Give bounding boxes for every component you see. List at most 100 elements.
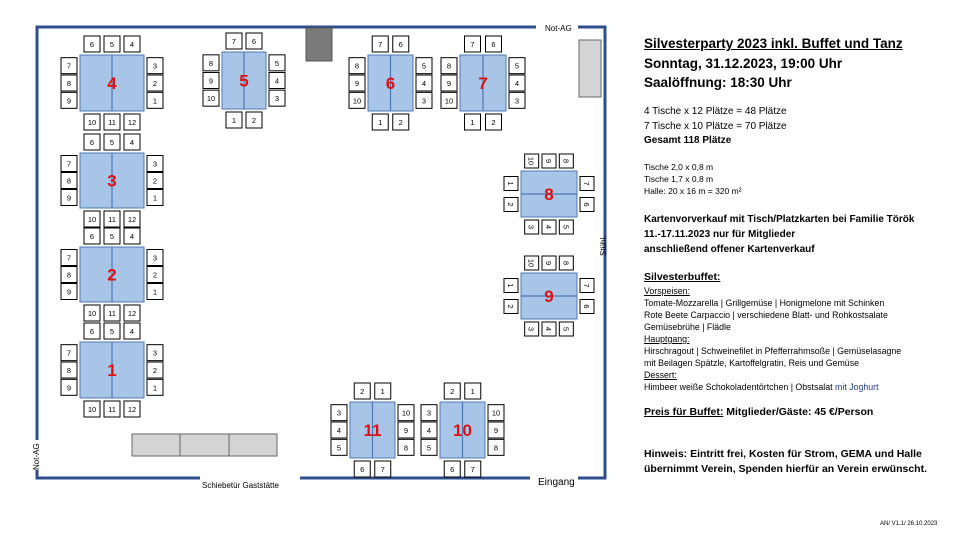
table-number: 5 — [239, 72, 248, 91]
chair — [103, 322, 121, 340]
chair — [440, 57, 458, 75]
chair — [146, 74, 164, 92]
chair-number: 3 — [153, 254, 157, 263]
chair-number: 4 — [275, 77, 279, 86]
chair — [83, 227, 101, 245]
chair-number: 8 — [447, 62, 451, 71]
note-line-1: Hinweis: Eintritt frei, Kosten für Strom… — [644, 448, 922, 460]
chair — [440, 74, 458, 92]
chair — [524, 255, 540, 271]
chair — [123, 210, 141, 228]
chair-number: 8 — [561, 261, 570, 265]
chair-number: 10 — [527, 259, 536, 267]
chair — [443, 460, 461, 478]
chair-number: 3 — [275, 94, 279, 103]
chair — [123, 400, 141, 418]
chair-number: 6 — [90, 40, 94, 49]
chair — [371, 113, 389, 131]
starters-line-1: Tomate-Mozzarella | Grillgemüse | Honigm… — [644, 298, 885, 308]
chair-number: 3 — [527, 327, 536, 331]
chair — [146, 91, 164, 109]
chair-number: 12 — [128, 405, 136, 414]
chair-number: 7 — [381, 465, 385, 474]
presale-line-3: anschließend offener Kartenverkauf — [644, 244, 815, 255]
chair — [146, 249, 164, 266]
chair — [146, 378, 164, 396]
chair — [464, 35, 481, 53]
chair — [374, 460, 392, 478]
chair-number: 6 — [491, 40, 495, 49]
table-size-1: Tische 2,0 x 0,8 m — [644, 162, 714, 172]
chair — [268, 89, 286, 107]
chair — [558, 219, 574, 235]
chair — [83, 133, 101, 151]
chair — [123, 227, 141, 245]
chair-number: 12 — [128, 118, 136, 127]
chair-number: 11 — [108, 309, 116, 318]
chairs-storage-label: Stühl. — [599, 236, 608, 256]
chair-number: 2 — [153, 271, 157, 280]
chair — [464, 460, 482, 478]
chair — [420, 404, 438, 422]
chair — [123, 322, 141, 340]
chair-number: 7 — [582, 181, 591, 185]
chair — [202, 54, 220, 72]
dessert-items: Himbeer weiße Schokoladentörtchen | Obst… — [644, 382, 836, 392]
chair-number: 4 — [130, 138, 134, 147]
chair — [397, 421, 415, 439]
chair-number: 2 — [360, 387, 364, 396]
chair — [83, 322, 101, 340]
chair-number: 6 — [582, 202, 591, 206]
emergency-exit-top-label: Not-AG — [545, 24, 572, 33]
chair — [83, 113, 101, 131]
chair-number: 1 — [381, 387, 385, 396]
chair-number: 11 — [108, 118, 116, 127]
chair-number: 9 — [67, 96, 71, 105]
chair — [415, 91, 433, 109]
note-line-2: übernimmt Verein, Spenden hierfür an Ver… — [644, 463, 927, 475]
chair — [415, 74, 433, 92]
chair-number: 6 — [252, 37, 256, 46]
chair-number: 4 — [544, 225, 553, 229]
chair — [503, 176, 519, 191]
chair — [508, 74, 526, 92]
chair-number: 1 — [232, 116, 236, 125]
chair — [371, 35, 389, 53]
chair-number: 9 — [67, 383, 71, 392]
chair-number: 4 — [544, 327, 553, 331]
chair-number: 1 — [506, 283, 515, 287]
chair-number: 6 — [450, 465, 454, 474]
chair — [485, 113, 502, 131]
chair-number: 1 — [471, 387, 475, 396]
dessert-yogurt: mit Joghurt — [835, 382, 879, 392]
chair-number: 4 — [130, 327, 134, 336]
chair-number: 12 — [128, 215, 136, 224]
chair-number: 7 — [67, 349, 71, 358]
chair-number: 2 — [506, 304, 515, 308]
chair-number: 10 — [353, 96, 361, 105]
chair-number: 11 — [108, 405, 116, 414]
chair-number: 9 — [544, 159, 553, 163]
entrance-label: Eingang — [538, 477, 575, 488]
chair-number: 8 — [67, 177, 71, 186]
wall-segment — [35, 25, 536, 440]
chair — [464, 382, 482, 400]
chair-number: 4 — [422, 79, 426, 88]
main-course-line-2: mit Beilagen Spätzle, Kartoffelgratin, R… — [644, 358, 859, 368]
chair-number: 9 — [447, 79, 451, 88]
chair-number: 8 — [355, 62, 359, 71]
chair-number: 8 — [209, 59, 213, 68]
chair — [348, 57, 366, 75]
table-number: 9 — [544, 287, 553, 306]
chair — [146, 266, 164, 283]
chair — [440, 91, 458, 109]
chair — [83, 400, 101, 418]
chair-number: 1 — [470, 118, 474, 127]
chair — [503, 278, 519, 293]
chair — [60, 344, 78, 362]
buffet-price-value: Mitglieder/Gäste: 45 €/Person — [723, 406, 874, 418]
